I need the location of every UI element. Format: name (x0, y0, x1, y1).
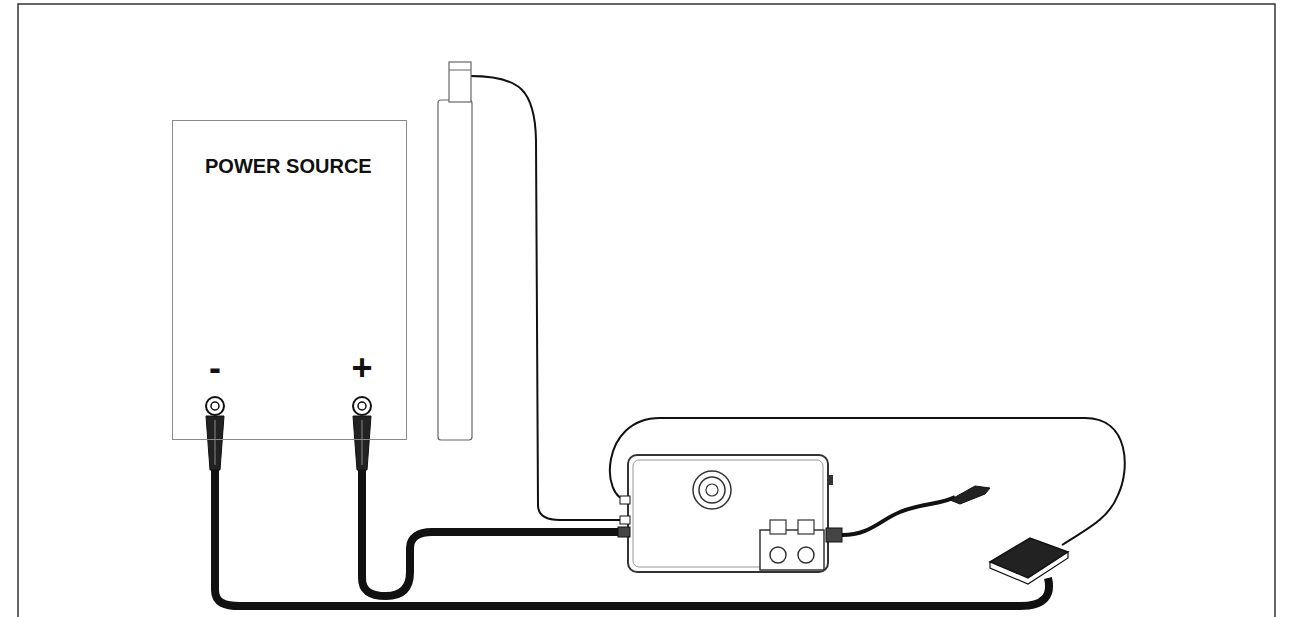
terminal-polarity: + (351, 350, 372, 386)
terminal-polarity: - (209, 350, 221, 386)
foot-pedal (990, 538, 1068, 584)
gas-cylinder (438, 62, 472, 440)
power-cable (362, 468, 628, 596)
negative-terminal (206, 397, 224, 470)
welding-torch (950, 486, 990, 504)
power-source-box: POWER SOURCE (172, 120, 407, 440)
box-title: POWER SOURCE (205, 155, 374, 178)
torch-cable (842, 497, 955, 535)
gas-hose (470, 76, 628, 520)
figure-frame (18, 4, 1275, 617)
positive-terminal (353, 397, 371, 470)
wire-feeder (618, 455, 842, 572)
